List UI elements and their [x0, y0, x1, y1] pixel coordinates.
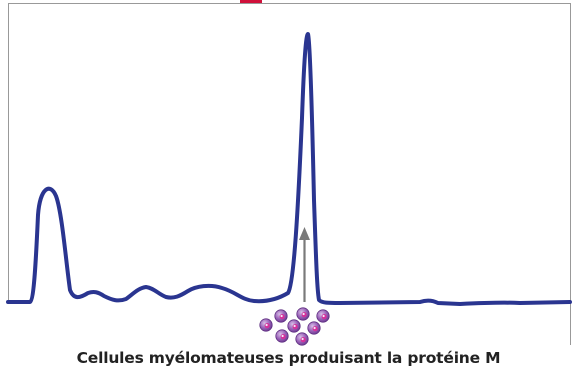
- myeloma-cell: [259, 318, 273, 332]
- diagram-caption: Cellules myélomateuses produisant la pro…: [76, 349, 501, 367]
- myeloma-cell: [296, 307, 310, 321]
- myeloma-cell: [307, 321, 321, 335]
- myeloma-cell: [316, 309, 330, 323]
- myeloma-cell: [275, 329, 289, 343]
- myeloma-cell: [295, 332, 309, 346]
- top-accent: [240, 0, 262, 3]
- myeloma-cell-cluster-icon: [259, 307, 330, 346]
- myeloma-cell: [274, 309, 288, 323]
- electrophoresis-trace: [6, 32, 572, 306]
- up-arrow-icon: [299, 227, 310, 302]
- myeloma-cell: [287, 319, 301, 333]
